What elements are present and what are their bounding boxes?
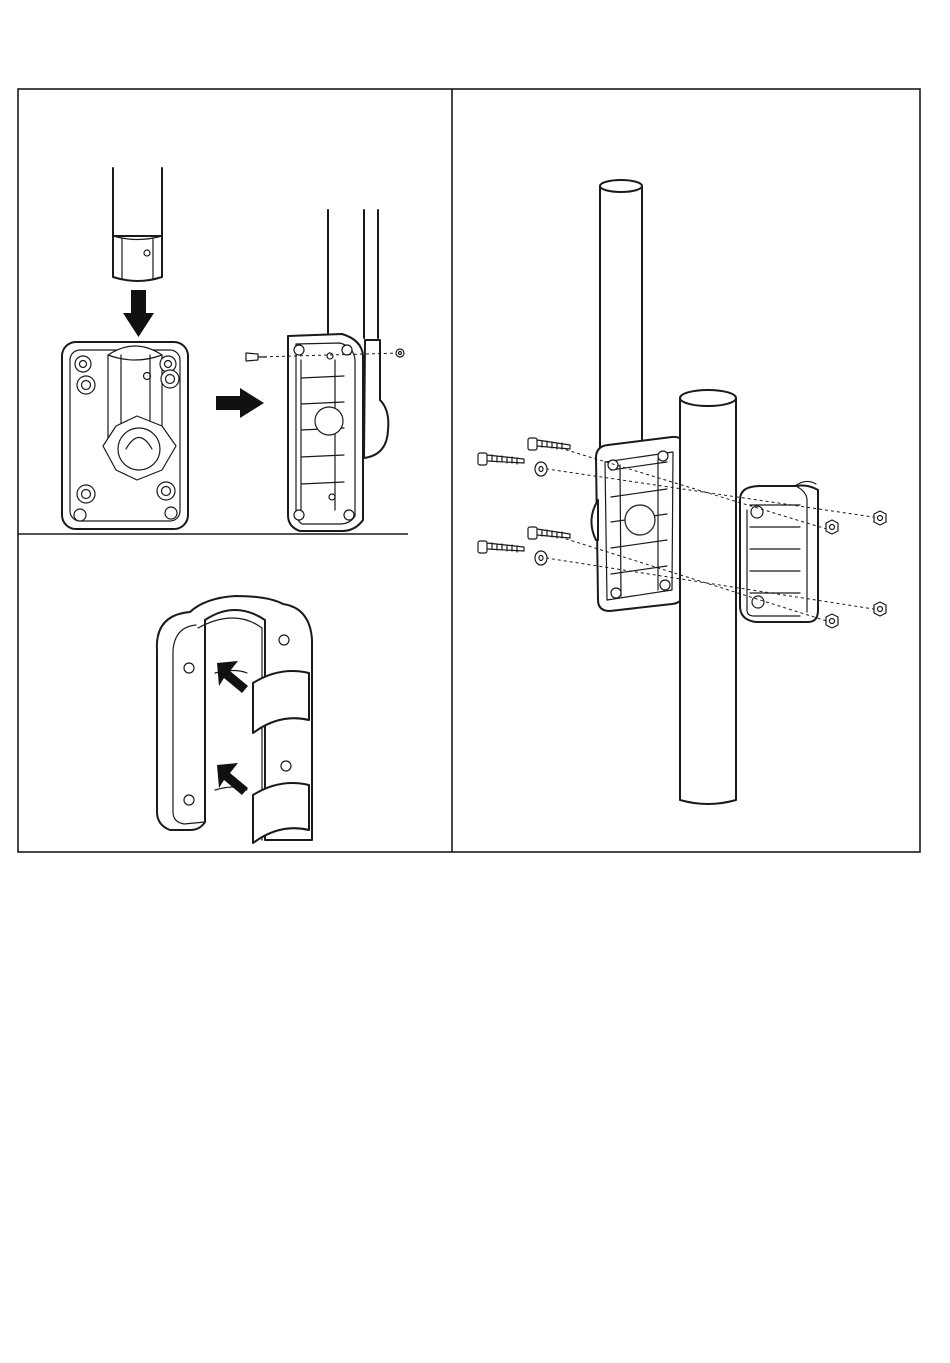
down-arrow-icon bbox=[123, 290, 154, 337]
tube-end-illustration bbox=[113, 168, 162, 281]
nut-icon bbox=[826, 614, 838, 628]
washer-icon bbox=[535, 551, 547, 565]
panel-tube-insert bbox=[62, 168, 404, 531]
nut-icon bbox=[874, 511, 886, 525]
right-arrow-icon bbox=[216, 388, 264, 418]
bracket-front-view bbox=[62, 342, 188, 529]
bolt-icon bbox=[528, 438, 570, 450]
washer-icon bbox=[535, 462, 547, 476]
bolt-set-top bbox=[478, 438, 570, 476]
vertical-tube-back bbox=[600, 180, 642, 455]
bolt-icon bbox=[478, 541, 524, 553]
mounting-bracket bbox=[591, 437, 686, 611]
bolt-icon bbox=[478, 453, 524, 465]
nuts-right bbox=[826, 511, 886, 628]
vertical-tube-front bbox=[680, 390, 736, 804]
bracket-rear-view bbox=[246, 210, 404, 531]
insert-arrow-icon bbox=[217, 661, 248, 795]
panel-liner-insert bbox=[157, 596, 312, 843]
bolt-icon bbox=[528, 527, 570, 539]
clamp-half bbox=[740, 481, 818, 622]
nut-icon bbox=[396, 349, 404, 357]
nut-icon bbox=[826, 520, 838, 534]
panel-pole-mount bbox=[478, 180, 886, 804]
nut-icon bbox=[874, 602, 886, 616]
screw-icon bbox=[246, 353, 266, 361]
bolt-set-bottom bbox=[478, 527, 570, 565]
